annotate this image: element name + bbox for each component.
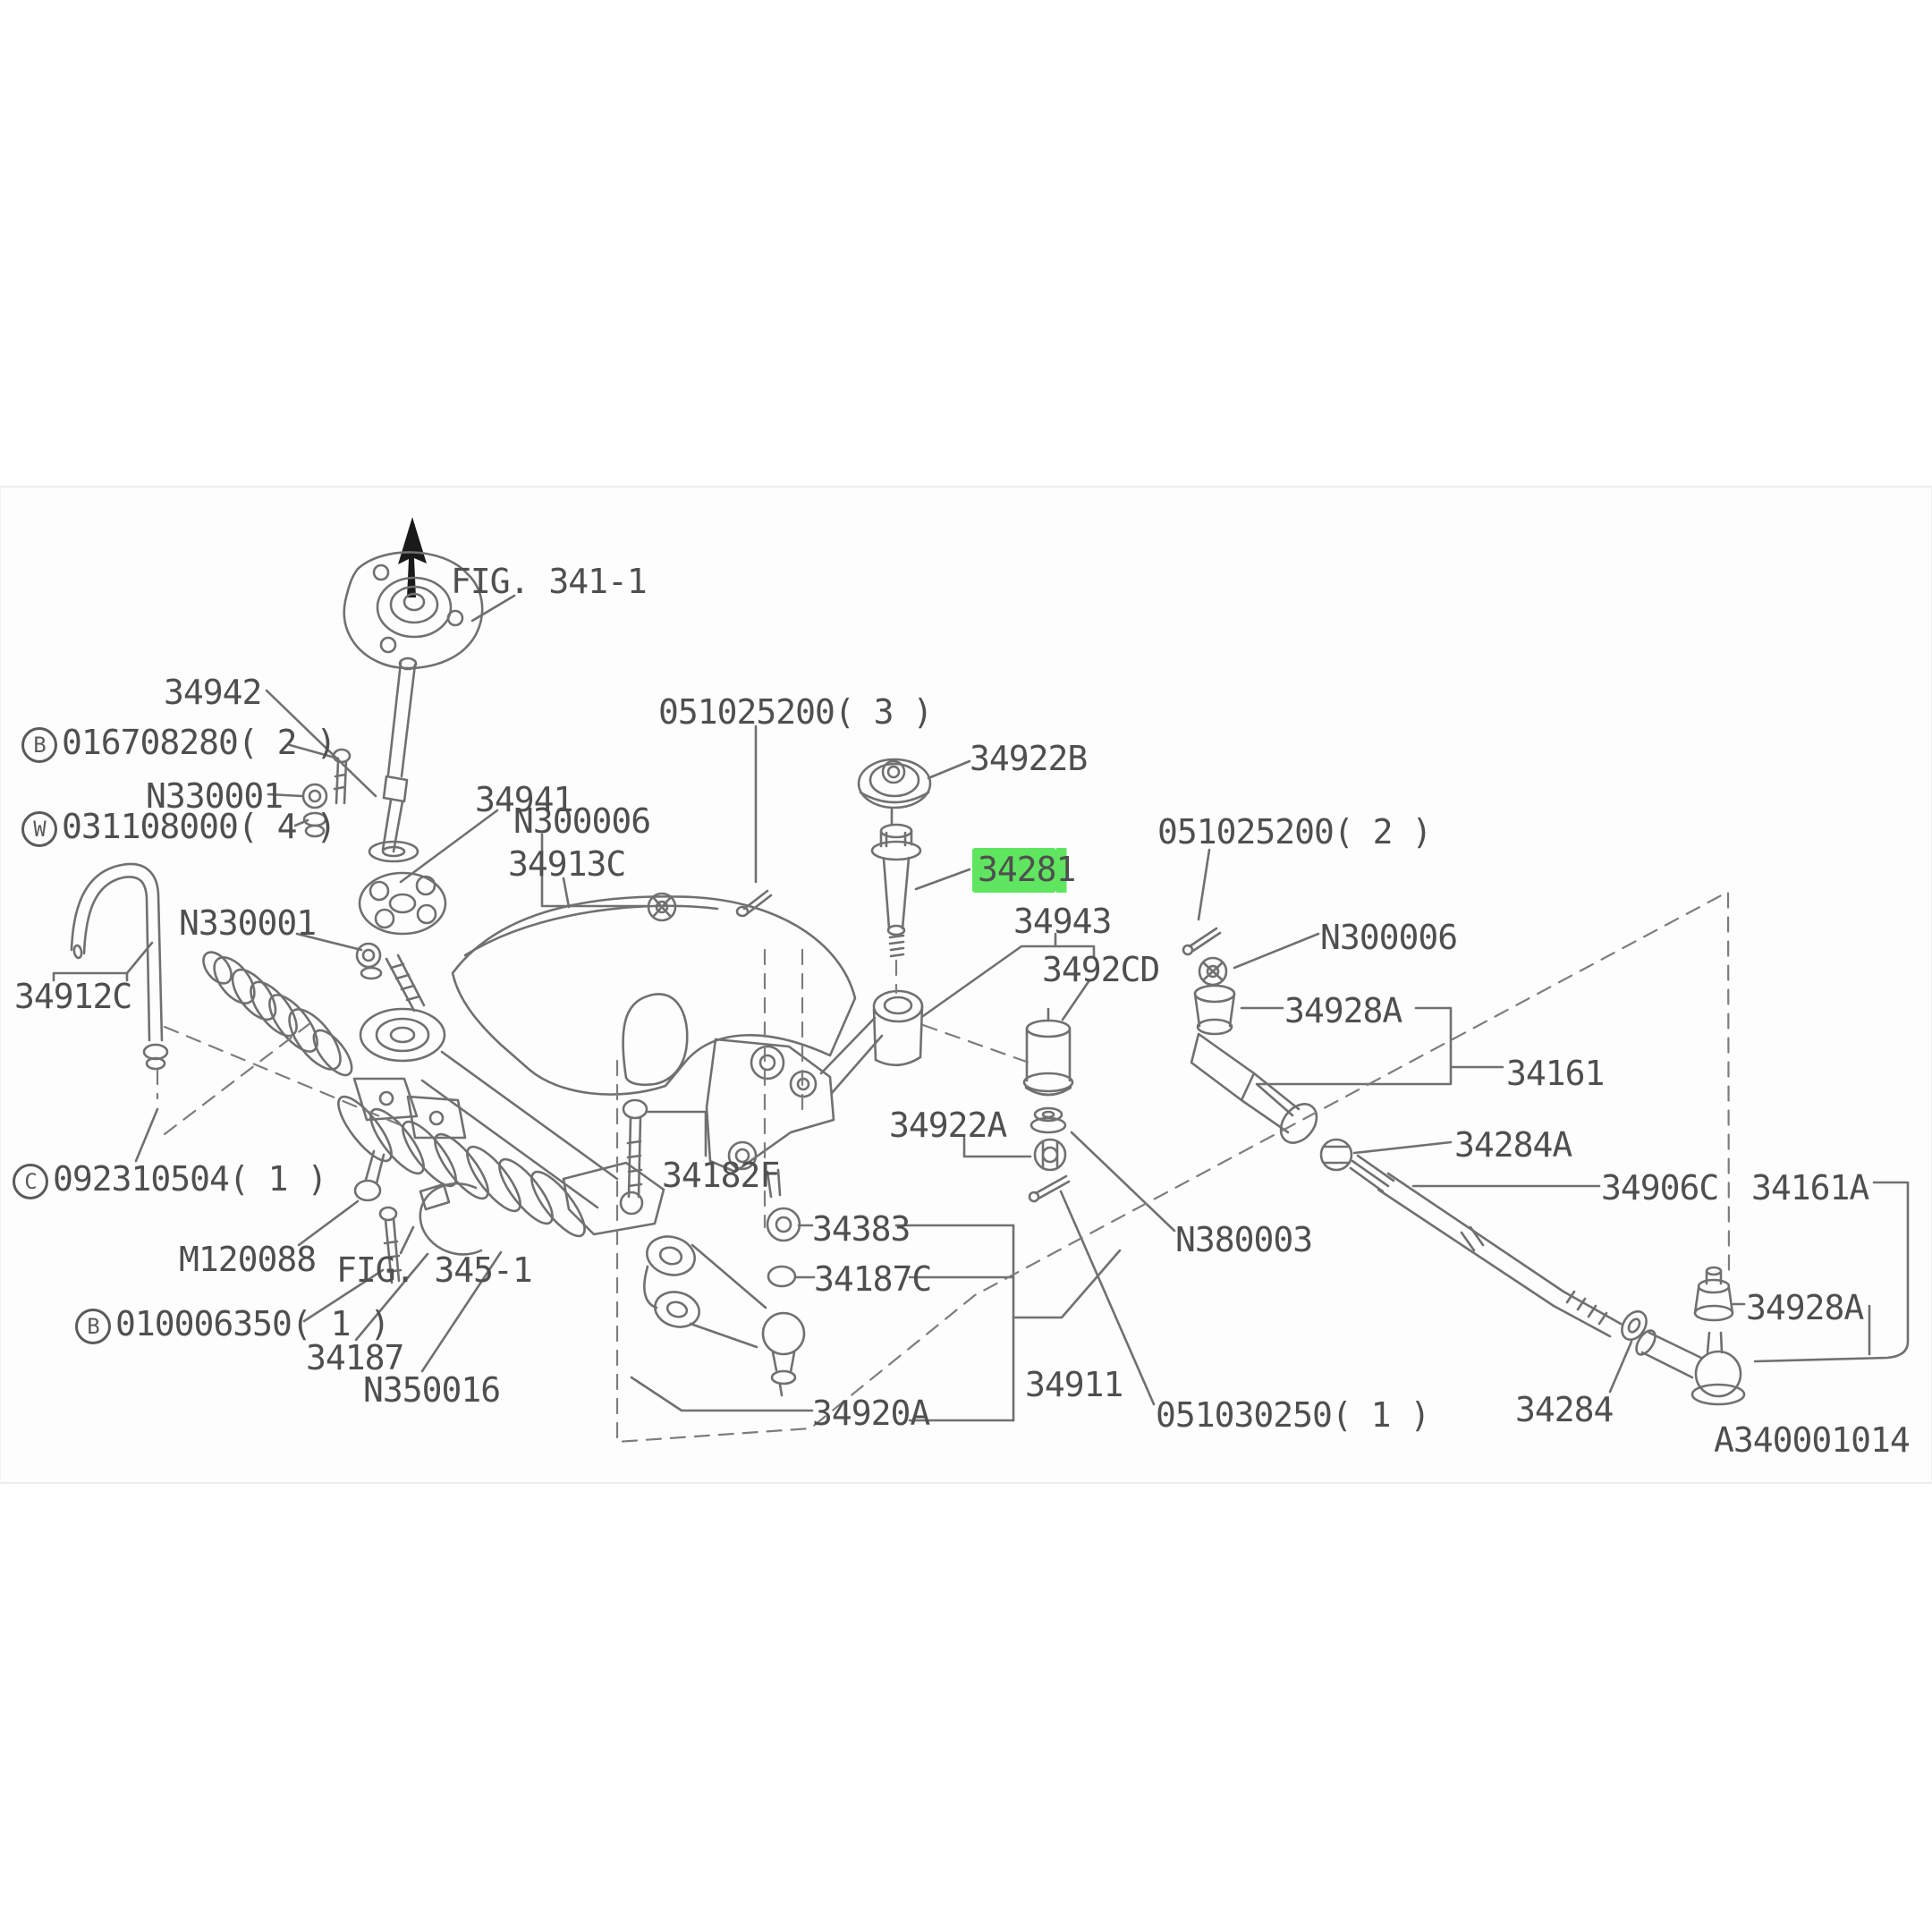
part-label-n330001-b: N330001 <box>179 903 317 943</box>
part-label-34906c: 34906C <box>1601 1168 1719 1208</box>
circled-w-icon: W <box>21 811 57 847</box>
part-label-34922b: 34922B <box>970 739 1088 778</box>
part-label-34161a: 34161A <box>1751 1168 1869 1208</box>
tie-rod-end-1-art <box>1182 848 1504 1144</box>
part-label-34284: 34284 <box>1515 1390 1614 1429</box>
part-label-34911: 34911 <box>1025 1365 1123 1404</box>
part-label-a340001014: A340001014 <box>1714 1420 1911 1460</box>
part-label-051025200-3: 051025200( 3 ) <box>658 692 933 732</box>
tie-rod-shaft-art <box>1319 1138 1910 1406</box>
steering-column-art <box>265 657 419 863</box>
flange-bolt-art <box>622 1098 708 1199</box>
circled-c-icon: C <box>13 1164 48 1199</box>
circled-b-icon: B <box>21 727 57 763</box>
part-label-n350016: N350016 <box>363 1370 501 1410</box>
dust-cap-art <box>857 758 971 826</box>
part-label-34912c: 34912C <box>14 977 132 1016</box>
part-label-n330001-a: N330001 <box>146 776 284 816</box>
part-label-m120088: M120088 <box>179 1240 317 1279</box>
part-label-n380003: N380003 <box>1175 1220 1313 1259</box>
highlighted-part-number-tail: 1 <box>1055 848 1076 893</box>
part-label-34187: 34187 <box>306 1338 404 1377</box>
part-label-34187c: 34187C <box>814 1259 932 1299</box>
part-label-34281: 34281 <box>972 848 1076 893</box>
center-nut-bolt-art <box>540 724 773 922</box>
coupler-disc-art <box>295 809 499 1013</box>
part-label-fig-341-1: FIG. 341-1 <box>451 562 648 601</box>
part-label-051030250: 051030250( 1 ) <box>1156 1395 1430 1435</box>
hose-pipe-art <box>52 862 169 1071</box>
part-label-34943: 34943 <box>1013 902 1112 941</box>
up-arrow-icon <box>398 517 427 597</box>
leader-lines <box>470 594 516 623</box>
clamp-and-bolts-art <box>134 1107 483 1342</box>
part-label-n300006-b: N300006 <box>1320 918 1458 957</box>
circled-b-icon: B <box>75 1309 111 1344</box>
part-label-34913c: 34913C <box>508 844 626 884</box>
highlighted-part-number: 3428 <box>972 848 1057 893</box>
dashed-lines <box>156 890 1731 1444</box>
group-bracket-art <box>794 1224 1122 1422</box>
part-label-34922a: 34922A <box>889 1106 1007 1145</box>
part-label-34928a-2: 34928A <box>1746 1288 1864 1327</box>
boot-bellows-art <box>202 951 353 1077</box>
part-label-fig-345-1: FIG. 345-1 <box>336 1250 533 1290</box>
coil-spring-art <box>337 1095 665 1373</box>
part-label-3492cd: 3492CD <box>1042 950 1160 989</box>
part-label-34920a: 34920A <box>812 1394 930 1433</box>
part-label-34941: 34941 <box>475 780 573 819</box>
part-label-34383: 34383 <box>812 1209 911 1249</box>
part-label-051025200-2: 051025200( 2 ) <box>1157 812 1432 852</box>
part-label-34182f: 34182F <box>662 1156 780 1195</box>
idler-stud-art <box>870 823 971 958</box>
rack-housing-art <box>352 1007 619 1209</box>
part-label-34161: 34161 <box>1506 1054 1605 1093</box>
part-label-34942: 34942 <box>164 673 262 712</box>
part-label-34284a: 34284A <box>1454 1125 1572 1165</box>
part-label-34928a-1: 34928A <box>1284 991 1402 1030</box>
center-link-art <box>630 1207 814 1412</box>
part-label-n300006-a: N300006 <box>513 801 651 841</box>
gear-cover-art <box>451 877 857 1096</box>
bushing-cylinder-art <box>962 979 1176 1406</box>
